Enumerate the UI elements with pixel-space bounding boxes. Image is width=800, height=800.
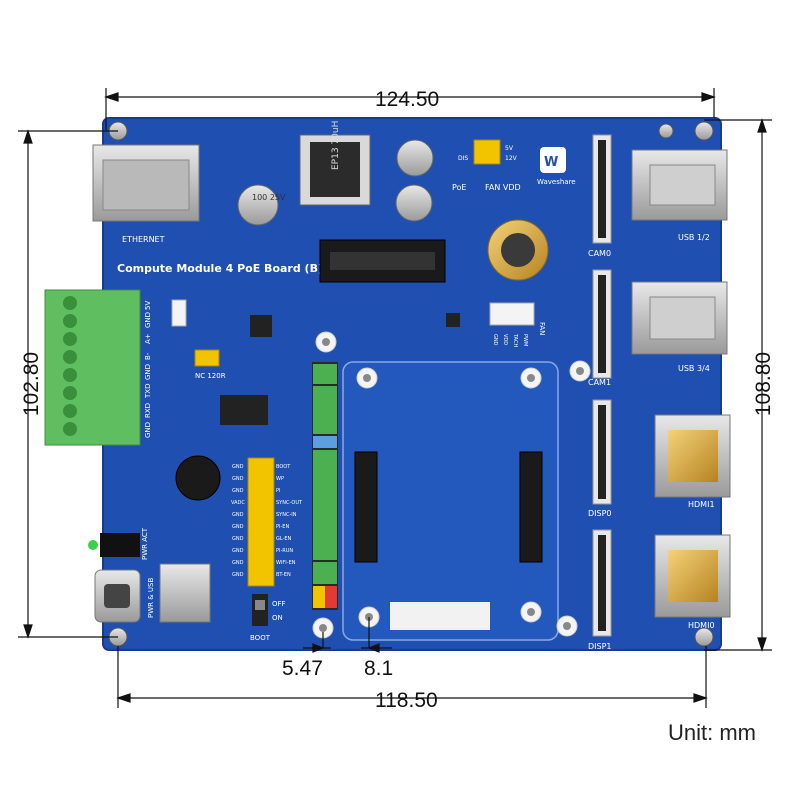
svg-text:GND: GND: [232, 548, 244, 554]
terminal-labels: GND RXD TXD GND B- A+ GND 5V: [144, 301, 152, 438]
svg-text:VDD: VDD: [502, 334, 508, 345]
pwr-led: [88, 540, 98, 550]
poe-transformer: [299, 134, 371, 206]
svg-text:SYNC-OUT: SYNC-OUT: [276, 500, 303, 506]
svg-text:WP: WP: [276, 476, 284, 482]
disp1-label: DISP1: [588, 642, 612, 651]
svg-text:BOOT: BOOT: [276, 464, 291, 470]
dimension-lines: [18, 88, 772, 708]
svg-text:GND: GND: [232, 488, 244, 494]
sd-card-slot: [159, 563, 211, 623]
svg-text:GND: GND: [232, 572, 244, 578]
svg-text:VADC: VADC: [231, 500, 245, 506]
svg-text:GND: GND: [232, 476, 244, 482]
svg-text:GL-EN: GL-EN: [276, 536, 292, 542]
svg-text:GND: GND: [232, 464, 244, 470]
svg-text:W: W: [544, 155, 558, 170]
cam1-label: CAM1: [588, 378, 611, 387]
fan-vdd-label: FAN VDD: [485, 183, 521, 192]
svg-text:WIFI-EN: WIFI-EN: [276, 560, 296, 566]
header-right-labels: BOOT WP PI SYNC-OUT SYNC-IN PI-EN GL-EN …: [276, 464, 303, 578]
poe-label: PoE: [452, 183, 467, 192]
dim-hole-spacing: 8.1: [364, 657, 393, 680]
pwr-act-label: PWR ACT: [141, 527, 149, 560]
brand-label: Waveshare: [537, 178, 576, 186]
hdmi0-label: HDMI0: [688, 621, 715, 630]
svg-text:PI-RUN: PI-RUN: [276, 548, 293, 554]
svg-text:GND: GND: [144, 312, 152, 328]
svg-text:5V: 5V: [144, 301, 152, 310]
svg-text:PI: PI: [276, 488, 281, 494]
ethernet-label: ETHERNET: [122, 235, 165, 244]
svg-text:TACH: TACH: [512, 333, 518, 347]
terminal-block: [44, 289, 141, 446]
waveshare-logo: W: [540, 147, 566, 173]
dim-bottom-width: 118.50: [375, 689, 438, 712]
compute-module-area: [342, 361, 559, 641]
disp0-label: DISP0: [588, 509, 612, 518]
unit-label: Unit: mm: [668, 720, 756, 745]
svg-text:GND: GND: [232, 536, 244, 542]
svg-text:GND: GND: [492, 334, 498, 346]
dim-left-height: 102.80: [20, 352, 43, 416]
usb34-label: USB 3/4: [678, 364, 710, 373]
on-label: ON: [272, 614, 283, 622]
fan-connector: [489, 302, 535, 326]
pwr-led-header: [100, 533, 140, 557]
fpc-connectors: [592, 134, 612, 637]
white-label-pad: [390, 602, 490, 630]
hdmi-ports: [654, 414, 731, 618]
fan-pin-labels: GND VDD TACH PWM: [492, 333, 528, 347]
header-left-labels: GND GND GND VADC GND GND GND GND GND GND: [231, 464, 245, 578]
svg-text:GND: GND: [144, 422, 152, 438]
cm4-connectors: [354, 451, 543, 563]
usb12-label: USB 1/2: [678, 233, 710, 242]
dim-hole-offset: 5.47: [282, 657, 323, 680]
pwr-usb-label: PWR & USB: [147, 578, 155, 618]
svg-text:GND: GND: [232, 524, 244, 530]
svg-text:PWM: PWM: [522, 334, 528, 346]
pcie-slot: [319, 239, 446, 283]
usb-c-port: [94, 569, 141, 623]
off-label: OFF: [272, 600, 286, 608]
usb-ports: [631, 149, 728, 355]
dim-right-height: 108.80: [752, 352, 775, 416]
dim-top-width: 124.50: [375, 88, 439, 111]
svg-text:SYNC-IN: SYNC-IN: [276, 512, 297, 518]
ic-chips: [171, 299, 460, 425]
ethernet-jack: [92, 144, 200, 222]
hdmi1-label: HDMI1: [688, 500, 715, 509]
boot-label: BOOT: [250, 634, 271, 642]
poe-jumper: [473, 139, 501, 165]
svg-text:GND: GND: [232, 512, 244, 518]
v5-label: 5V: [505, 145, 514, 152]
dis-label: DIS: [458, 155, 468, 162]
svg-text:BT-EN: BT-EN: [276, 572, 291, 578]
svg-text:RXD: RXD: [144, 403, 152, 418]
svg-text:PI-EN: PI-EN: [276, 524, 289, 530]
boot-switch: [252, 594, 268, 626]
svg-text:GND: GND: [144, 364, 152, 380]
svg-text:TXD: TXD: [144, 384, 152, 399]
nc120r-label: NC 120R: [195, 372, 226, 380]
svg-text:B-: B-: [144, 352, 152, 360]
svg-text:GND: GND: [232, 560, 244, 566]
rtc-battery-holder: [487, 219, 549, 281]
transformer-label: EP13 70uH: [331, 121, 341, 170]
yellow-header: [247, 457, 275, 587]
buzzer: [175, 455, 221, 501]
board-title: Compute Module 4 PoE Board (B): [117, 262, 323, 275]
fan-label: FAN: [538, 322, 546, 335]
mount-holes: [108, 121, 714, 647]
capacitor: [237, 139, 434, 226]
cam0-label: CAM0: [588, 249, 611, 258]
gpio-header: [312, 362, 338, 610]
v12-label: 12V: [505, 155, 518, 162]
capacitor-label: 100 25V: [252, 193, 286, 202]
svg-text:A+: A+: [144, 333, 152, 344]
